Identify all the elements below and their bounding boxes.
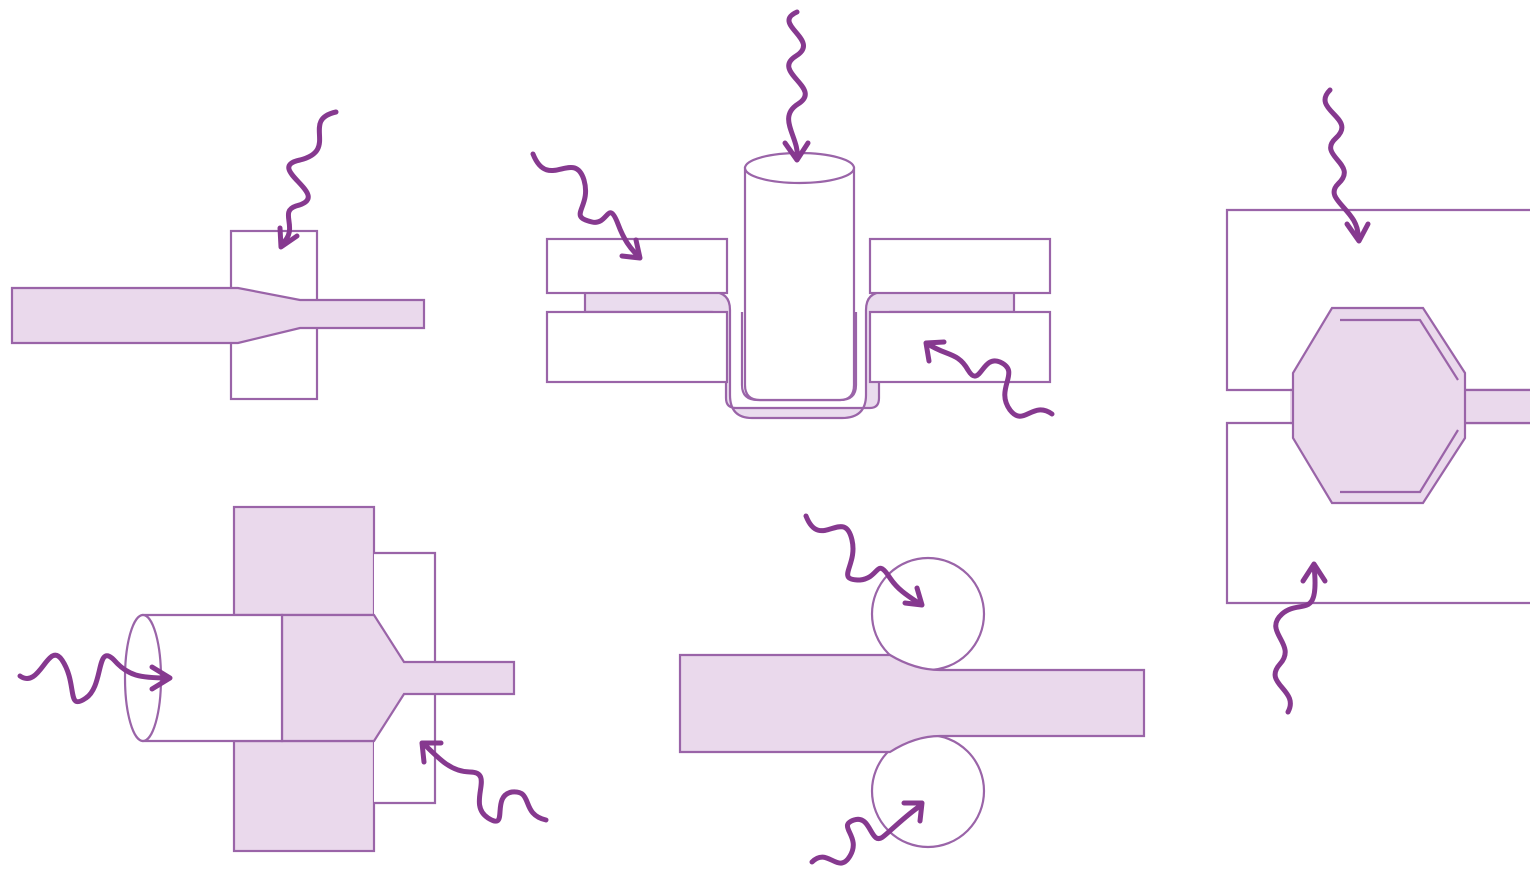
wire-drawing-panel	[10, 109, 426, 401]
drawn-wire	[10, 286, 426, 345]
forged-part	[1291, 306, 1467, 505]
punch-cylinder	[743, 166, 856, 402]
radiation-arrow-icon	[923, 339, 1055, 419]
container-bottom	[232, 739, 376, 853]
die-left	[545, 310, 729, 384]
rolled-strip	[678, 653, 1146, 754]
blank-holder-right	[868, 237, 1052, 295]
radiation-arrow-icon	[803, 513, 925, 608]
deep-drawing-panel	[530, 9, 1055, 420]
radiation-arrow-icon	[782, 9, 811, 163]
radiation-arrow-icon	[277, 109, 339, 250]
closed-die-forging-panel	[1225, 87, 1530, 715]
die-right	[868, 310, 1052, 384]
billet-and-extrudate	[280, 613, 516, 743]
container-top	[232, 505, 376, 617]
radiation-arrow-icon	[1322, 87, 1371, 244]
extrusion-panel	[17, 505, 549, 853]
radiation-arrow-icon	[530, 151, 643, 261]
rolling-panel	[678, 513, 1146, 866]
radiation-arrow-icon	[1272, 561, 1328, 715]
radiation-arrow-icon	[419, 740, 549, 824]
radiation-arrow-icon	[809, 800, 925, 866]
radiation-arrow-icon	[17, 652, 173, 705]
